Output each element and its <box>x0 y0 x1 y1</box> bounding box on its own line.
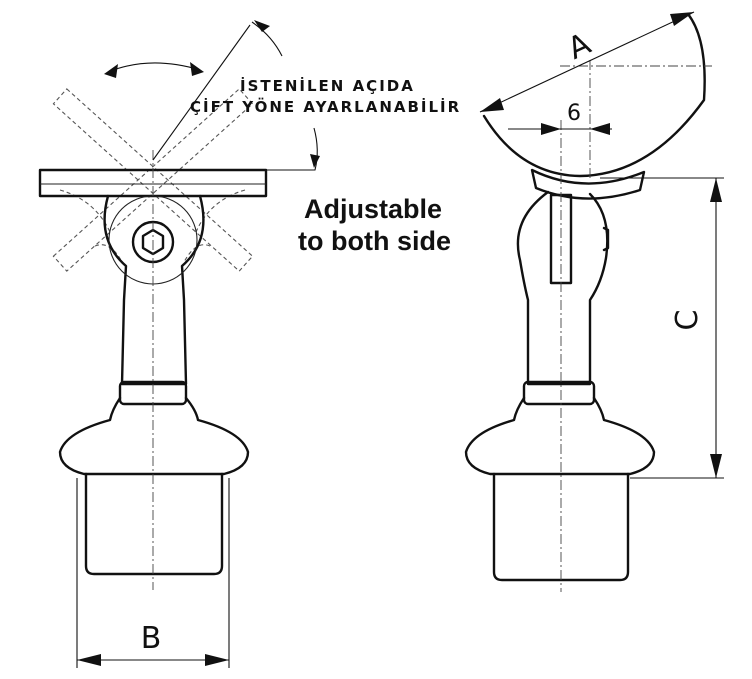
english-note-line1: Adjustable <box>304 194 442 224</box>
tube-insert <box>84 472 224 576</box>
front-view: B <box>38 20 320 668</box>
side-flared-base <box>464 396 656 476</box>
flared-base <box>58 396 250 476</box>
dim-b-label: B <box>141 621 162 656</box>
dim-a-label: A <box>563 26 597 67</box>
dim-6-label: 6 <box>567 101 581 126</box>
saddle-arc <box>482 12 706 178</box>
saddle-pad <box>530 168 646 200</box>
turkish-note-line1: İSTENİLEN AÇIDA <box>240 76 415 95</box>
knuckle-housing <box>103 194 205 386</box>
dim-c-label: C <box>670 310 705 331</box>
turkish-note-line2: ÇİFT YÖNE AYARLANABİLİR <box>190 97 461 116</box>
side-view: A 6 C <box>464 11 724 592</box>
english-note-line2: to both side <box>298 226 451 256</box>
notes: İSTENİLEN AÇIDA ÇİFT YÖNE AYARLANABİLİR … <box>190 76 461 256</box>
side-knuckle <box>516 190 609 386</box>
